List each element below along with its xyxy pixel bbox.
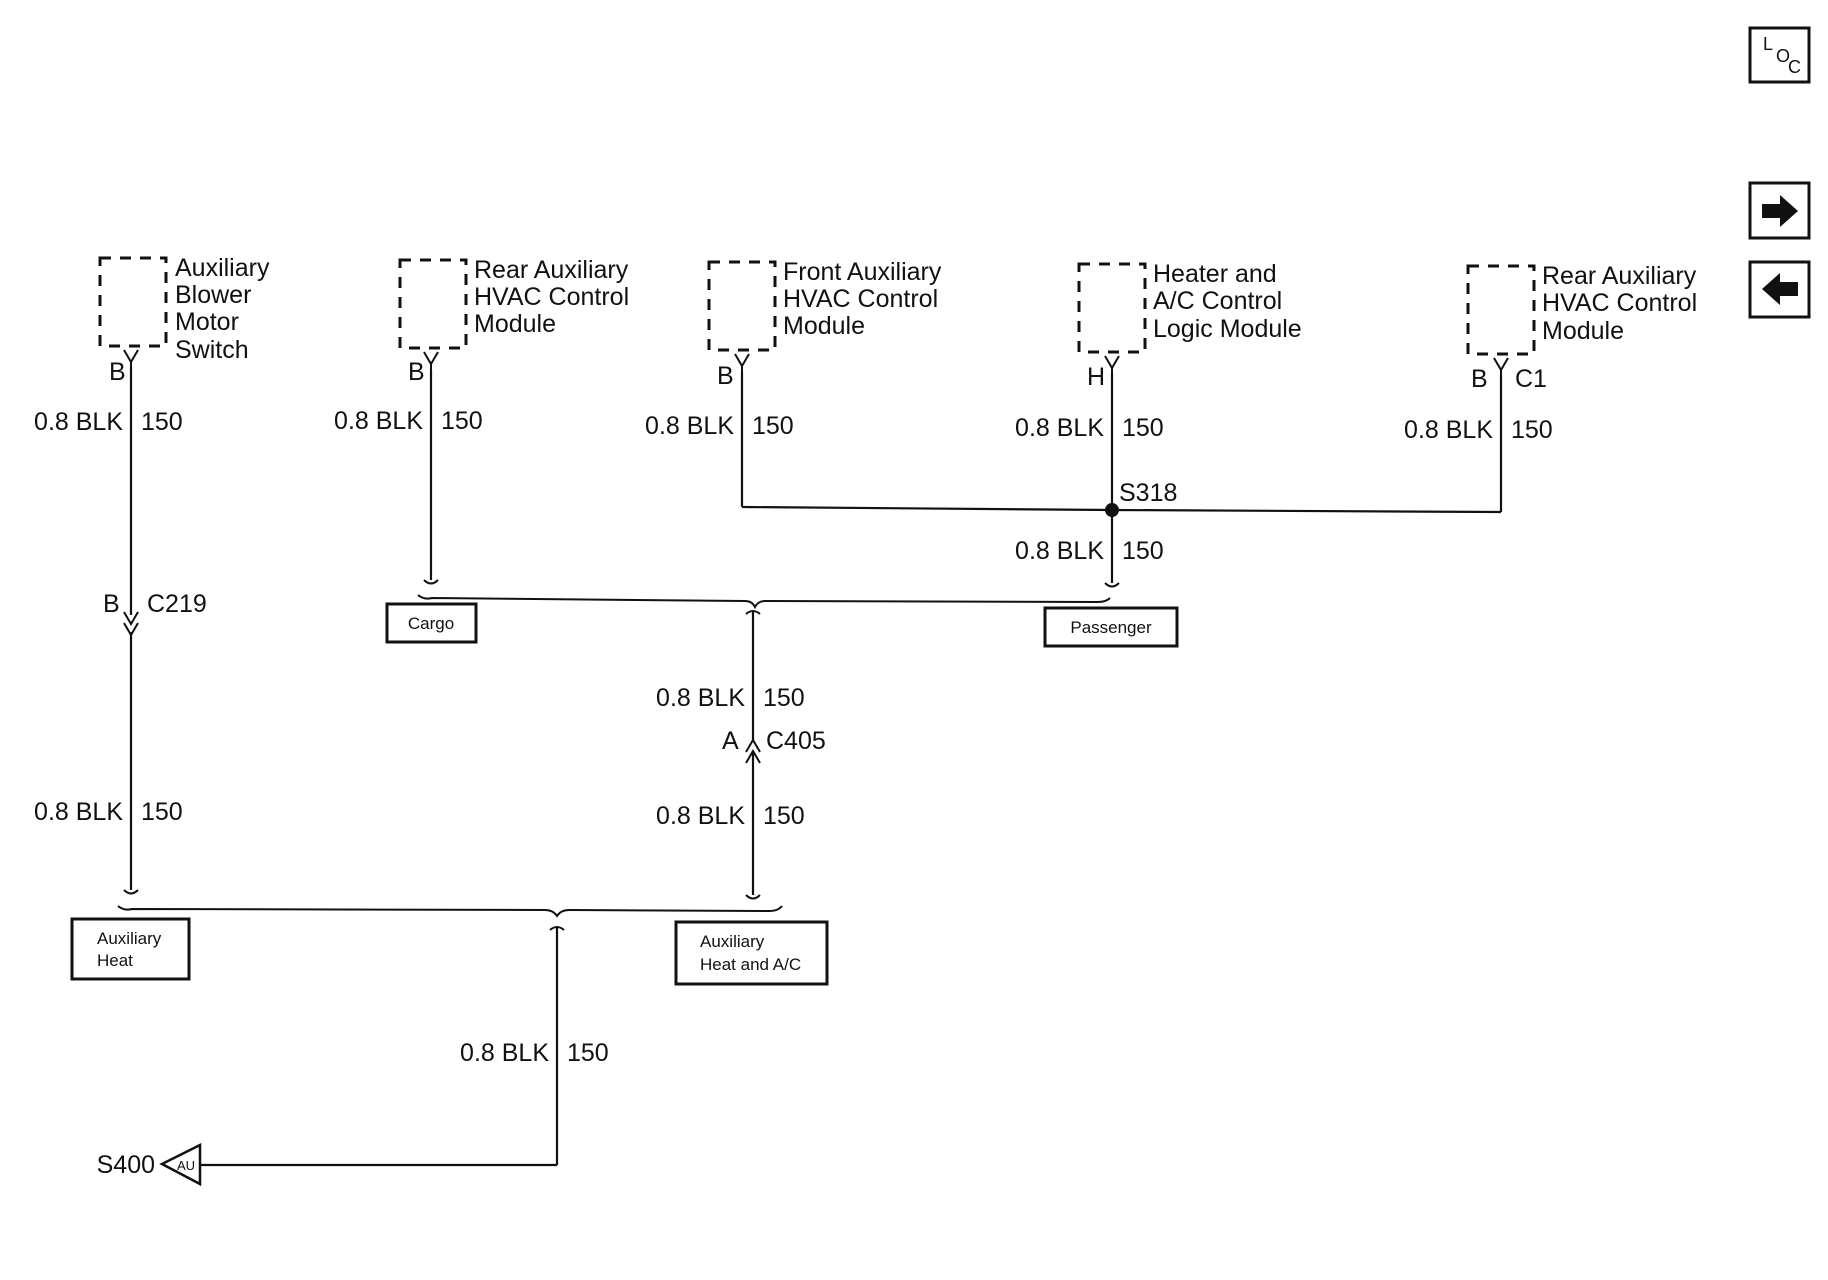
module-label-line-2: HVAC Control — [783, 285, 938, 313]
pin-symbol — [1493, 357, 1509, 378]
option-aux-heat-ac-line-2: Heat and A/C — [700, 955, 801, 974]
module-label-line-1: Front Auxiliary — [783, 258, 942, 286]
option-cargo: Cargo — [385, 602, 478, 644]
option-aux-heat-line-2: Heat — [97, 951, 133, 970]
option-aux-heat-ac-line-1: Auxiliary — [700, 932, 765, 951]
connector-labels: B C219 A C405 S318 — [103, 479, 1177, 755]
loc-button[interactable]: L O C — [1748, 26, 1811, 84]
pin-label: B — [1471, 365, 1488, 393]
loc-c: C — [1788, 57, 1801, 77]
pin-symbol — [1104, 355, 1120, 376]
wire-gauge-label: 0.8 BLK — [1015, 537, 1104, 565]
pin-symbol — [123, 349, 139, 370]
module-label-line-1: Rear Auxiliary — [474, 256, 629, 284]
module-label-line-3: Logic Module — [1153, 315, 1302, 343]
s400-reference[interactable]: S400 AU — [97, 1142, 202, 1187]
module-front-aux-hvac-control: Front Auxiliary HVAC Control Module B — [707, 258, 942, 390]
c405-connector-symbol — [745, 738, 761, 764]
wire-circuit-label: 150 — [763, 684, 805, 712]
module-box — [398, 258, 468, 350]
module-label-line-4: Switch — [175, 336, 249, 364]
wire-gauge-label: 0.8 BLK — [656, 802, 745, 830]
module-box — [98, 256, 168, 348]
module-box — [1466, 264, 1536, 356]
wire-circuit-label: 150 — [141, 408, 183, 436]
option-auxiliary-heat-and-ac: Auxiliary Heat and A/C — [674, 920, 829, 986]
wire-gauge-label: 0.8 BLK — [1404, 416, 1493, 444]
pin-symbol — [423, 351, 439, 372]
module-aux-blower-motor-switch: Auxiliary Blower Motor Switch B — [98, 254, 270, 386]
wire-circuit-label: 150 — [1122, 414, 1164, 442]
module-box — [707, 260, 777, 352]
module-label-line-1: Heater and — [1153, 260, 1277, 288]
page-reference-triangle-icon — [159, 1142, 202, 1187]
wire-gauge-label: 0.8 BLK — [334, 407, 423, 435]
option-passenger-label: Passenger — [1070, 618, 1152, 637]
module-heater-ac-control-logic: Heater and A/C Control Logic Module H — [1077, 260, 1302, 391]
wire-gauge-label: 0.8 BLK — [656, 684, 745, 712]
module-box — [1077, 262, 1147, 354]
wire-circuit-label: 150 — [441, 407, 483, 435]
wire-circuit-label: 150 — [1511, 416, 1553, 444]
s318-label: S318 — [1119, 479, 1177, 507]
module-label-line-1: Auxiliary — [175, 254, 270, 282]
arrow-right-icon — [1762, 195, 1798, 227]
wire-labels: 0.8 BLK 150 0.8 BLK 150 0.8 BLK 150 0.8 … — [34, 407, 1553, 1067]
wire-circuit-label: 150 — [141, 798, 183, 826]
pin-label: B — [109, 358, 126, 386]
c219-pin-label: B — [103, 590, 120, 618]
prev-button[interactable] — [1748, 260, 1811, 319]
module-rear-aux-hvac-control-2: Rear Auxiliary HVAC Control Module B C1 — [1466, 262, 1697, 393]
option-auxiliary-heat: Auxiliary Heat — [70, 917, 191, 981]
module-label-line-2: HVAC Control — [474, 283, 629, 311]
pin-symbol — [734, 353, 750, 374]
module-label-line-1: Rear Auxiliary — [1542, 262, 1697, 290]
c405-pin-label: A — [722, 727, 739, 755]
module-label-line-3: Module — [474, 310, 556, 338]
wire-circuit-label: 150 — [752, 412, 794, 440]
wire-circuit-label: 150 — [763, 802, 805, 830]
module-label-line-3: Motor — [175, 308, 239, 336]
loc-o: O — [1776, 46, 1790, 66]
module-label-line-3: Module — [783, 312, 865, 340]
wire-gauge-label: 0.8 BLK — [34, 408, 123, 436]
module-label-line-2: A/C Control — [1153, 287, 1282, 315]
option-cargo-label: Cargo — [408, 614, 454, 633]
pin-label: H — [1087, 363, 1105, 391]
pin-label: B — [408, 358, 425, 386]
wire-gauge-label: 0.8 BLK — [1015, 414, 1104, 442]
wire-gauge-label: 0.8 BLK — [34, 798, 123, 826]
wire-circuit-label: 150 — [567, 1039, 609, 1067]
loc-icon: L O C — [1763, 34, 1801, 77]
option-bus-lower — [117, 905, 783, 918]
s400-label: S400 — [97, 1151, 155, 1179]
wire-gauge-label: 0.8 BLK — [645, 412, 734, 440]
c219-name-label: C219 — [147, 590, 207, 618]
option-aux-heat-line-1: Auxiliary — [97, 929, 162, 948]
pin-label: B — [717, 362, 734, 390]
next-button[interactable] — [1748, 181, 1811, 240]
s318-splice-dot — [1105, 503, 1119, 517]
c219-connector-symbol — [123, 611, 139, 637]
module-label-line-3: Module — [1542, 317, 1624, 345]
module-label-line-2: HVAC Control — [1542, 289, 1697, 317]
loc-l: L — [1763, 34, 1773, 54]
option-passenger: Passenger — [1043, 606, 1179, 648]
option-bus-upper — [417, 594, 1111, 610]
c405-name-label: C405 — [766, 727, 826, 755]
module-rear-aux-hvac-control-1: Rear Auxiliary HVAC Control Module B — [398, 256, 629, 386]
wire-gauge-label: 0.8 BLK — [460, 1039, 549, 1067]
module-label-line-2: Blower — [175, 281, 251, 309]
s400-tag: AU — [177, 1158, 195, 1173]
arrow-left-icon — [1762, 273, 1798, 305]
wire-circuit-label: 150 — [1122, 537, 1164, 565]
connector-label: C1 — [1515, 365, 1547, 393]
wires — [117, 349, 1509, 1167]
